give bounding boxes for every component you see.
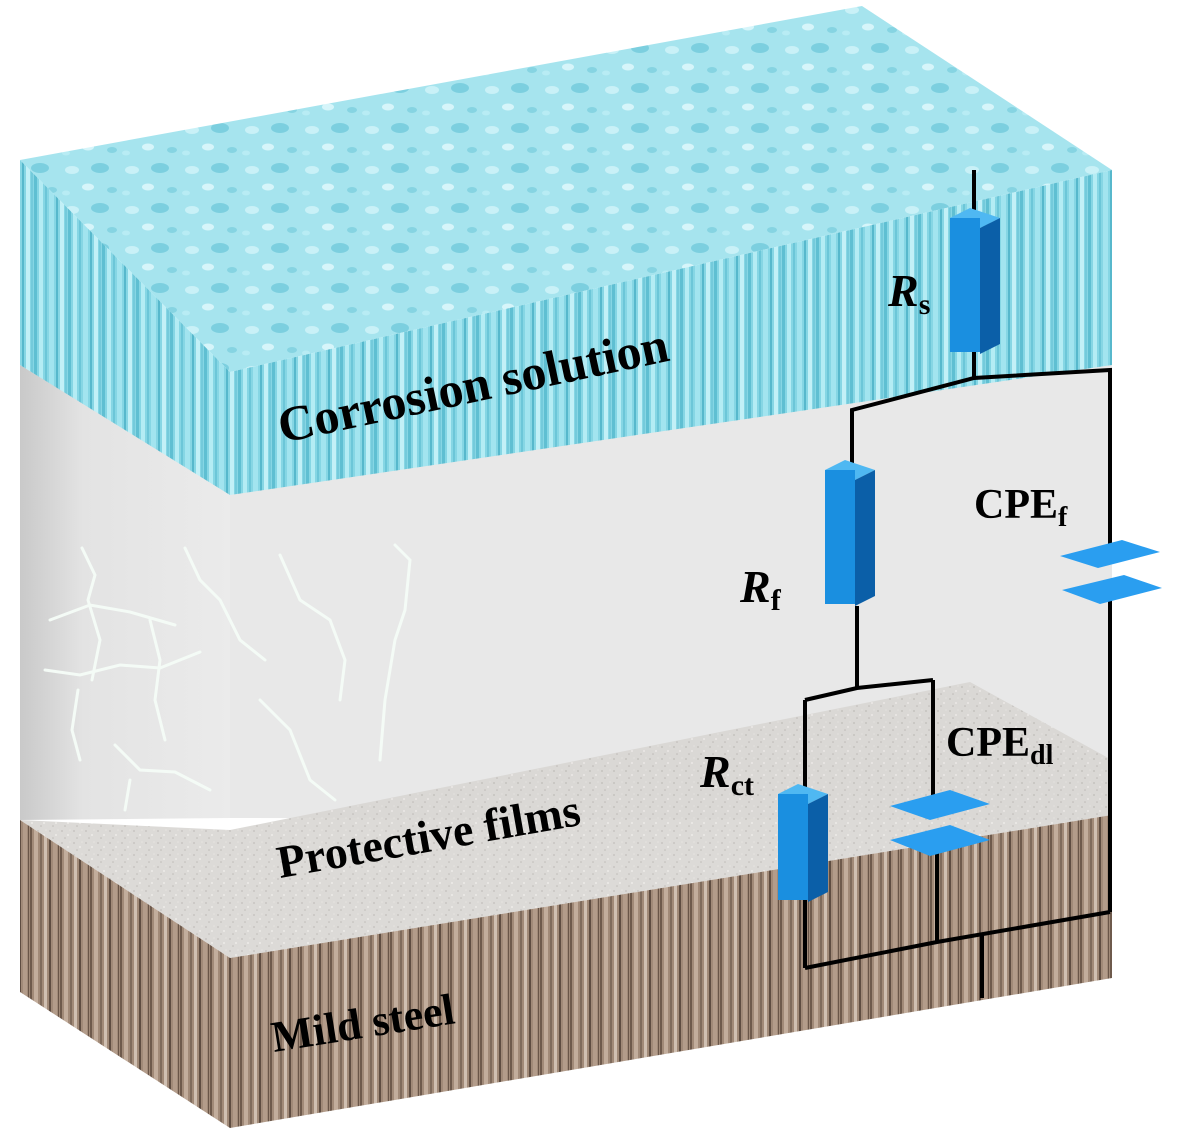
cpe-dl-plates xyxy=(890,790,990,856)
film-cracks xyxy=(43,543,412,812)
label-cpe-dl: CPEdl xyxy=(946,720,1054,771)
label-cpe-f: CPEf xyxy=(974,482,1068,533)
film-surface xyxy=(20,682,1112,958)
cpe-f-plates xyxy=(1060,540,1162,604)
resistor-rf xyxy=(825,460,875,606)
label-rct: Rct xyxy=(699,746,754,802)
resistor-rct xyxy=(778,784,828,902)
solution-front-face xyxy=(230,170,1112,495)
label-rf: Rf xyxy=(739,561,782,617)
label-rs: Rs xyxy=(887,265,930,321)
film-layer-face xyxy=(20,365,230,820)
circuit-wires xyxy=(803,170,1112,998)
steel-front-face xyxy=(230,815,1112,1128)
solution-top-face xyxy=(20,6,1112,372)
resistor-rs xyxy=(950,208,1000,354)
solution-left-face xyxy=(20,160,230,495)
steel-left-face xyxy=(20,820,230,1128)
